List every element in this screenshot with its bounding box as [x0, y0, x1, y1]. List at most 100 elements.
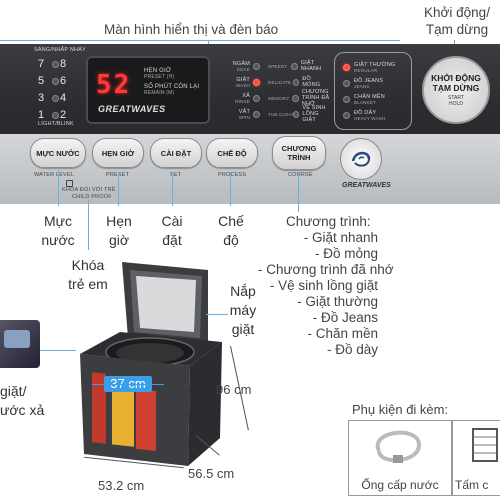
water-num: 2 [60, 109, 67, 121]
process-led [253, 62, 260, 70]
course-en-label: COURSE [288, 172, 313, 178]
process-led [253, 110, 260, 118]
water-led [52, 60, 59, 68]
process-led [253, 78, 260, 86]
preset-leader [118, 172, 119, 206]
drum-dimension-line [92, 384, 164, 385]
display-callout-line [0, 40, 400, 41]
greatwaves-button[interactable] [340, 138, 382, 180]
course-led [343, 95, 350, 103]
course-item: TUB CLEAN VỆ SINH LỒNG GIẶT [268, 105, 326, 123]
program-list-item: - Giặt nhanh [303, 230, 378, 245]
washer-illustration [80, 262, 222, 466]
course-leader [298, 172, 299, 212]
accessory-hose-label: Ống cấp nước [361, 478, 439, 492]
water-led [52, 77, 59, 85]
program-list-item: - Chương trình đã nhớ [258, 262, 394, 277]
accessory-hose-box: Ống cấp nước [348, 420, 452, 496]
course-item: SPEEDY GIẶT NHANH [268, 60, 322, 72]
water-num: 5 [38, 75, 45, 87]
course-led [291, 62, 298, 70]
course-led [343, 79, 350, 87]
program-list-item: - Chăn mền [307, 326, 378, 341]
process-led [253, 94, 260, 102]
water-num: 7 [38, 58, 45, 70]
swirl-icon [351, 151, 371, 167]
child-lock-vi-label: KHÓA ĐỔI VỚI TRẺ [62, 187, 116, 193]
light-blink-label: LIGHT/BLINK [38, 121, 74, 127]
water-num: 4 [60, 92, 67, 104]
water-num: 1 [38, 109, 45, 121]
water-hose-icon [375, 430, 422, 463]
program-list-item: - Đồ mỏng [314, 246, 378, 261]
detergent-leader [40, 350, 76, 351]
course-led [343, 63, 350, 71]
program-list-item: - Đồ Jeans [312, 310, 378, 325]
panel-select-label: SÁNG/NHẤP NHÁY [34, 47, 86, 53]
height-dimension: 96 cm [216, 382, 252, 397]
water-num: 6 [60, 75, 67, 87]
cover-plate-icon [472, 428, 498, 462]
program-list-title: Chương trình: [286, 214, 371, 229]
process-en-label: PROCESS [218, 172, 247, 178]
program-list: Chương trình: - Giặt nhanh - Đồ mỏng - C… [258, 214, 394, 358]
lcd-display: 52 HẸN GIỜ PRESET (H) SỐ PHÚT CÒN LẠI RE… [86, 56, 210, 124]
water-level-button[interactable]: MỰC NƯỚC [30, 138, 86, 168]
child-lock-en-label: CHILD PROOF [72, 194, 112, 200]
set-leader [172, 172, 173, 206]
detergent-drawer-image [0, 320, 40, 368]
water-num: 3 [38, 92, 45, 104]
course-led [293, 78, 300, 86]
start-callout: Khởi động/ Tạm dừng [424, 5, 490, 37]
water-level-numbers: 7 8 5 6 3 4 1 2 [38, 58, 80, 121]
water-level-leader [58, 170, 59, 206]
lid-leader [206, 314, 228, 315]
set-en-label: SET [170, 172, 182, 178]
preset-en-label: PRESET [106, 172, 129, 178]
child-lock-leader [88, 200, 89, 250]
course-led [292, 94, 299, 102]
display-preset-indicator: HẸN GIỜ PRESET (H) [144, 68, 175, 80]
course-item: MEMORY CHƯƠNG TRÌNH ĐÃ NHỚ [268, 89, 330, 107]
width-dimension: 53.2 cm [98, 478, 145, 493]
depth-dimension: 56.5 cm [188, 466, 235, 481]
course-button[interactable]: CHƯƠNG TRÌNH [272, 136, 326, 170]
course-led [343, 111, 350, 119]
display-digits: 52 [96, 70, 132, 100]
program-list-item: - Vệ sinh lồng giặt [269, 278, 378, 293]
display-remain-indicator: SỐ PHÚT CÒN LẠI REMAIN (M) [144, 84, 200, 96]
program-list-item: - Giặt thường [297, 294, 378, 309]
lock-icon [66, 180, 73, 187]
display-brand-logo: GREATWAVES [98, 104, 166, 114]
course-left-list: SPEEDY GIẶT NHANH DELICATE ĐỒ MỎNG MEMOR… [268, 58, 330, 123]
set-button[interactable]: CÀI ĐẶT [150, 138, 202, 168]
water-led [52, 111, 59, 119]
accessory-cover-label: Tấm c [455, 478, 489, 492]
course-led [293, 110, 300, 118]
greatwaves-logo: GREATWAVES [342, 182, 391, 189]
water-level-en-label: WATER LEVEL [34, 172, 75, 178]
process-button[interactable]: CHẾ ĐỘ [206, 138, 258, 168]
detergent-caption: giặt/ước xả [0, 383, 45, 418]
preset-button[interactable]: HẸN GIỜ [92, 138, 144, 168]
start-hold-button[interactable]: KHỞI ĐỘNG TẠM DỪNG START HOLD [422, 56, 490, 124]
display-callout: Màn hình hiển thị và đèn báo [104, 22, 279, 37]
course-item: DELICATE ĐỒ MỎNG [268, 76, 321, 88]
accessories-title: Phụ kiện đi kèm: [352, 402, 449, 417]
program-list-item: - Đồ dày [326, 342, 378, 357]
